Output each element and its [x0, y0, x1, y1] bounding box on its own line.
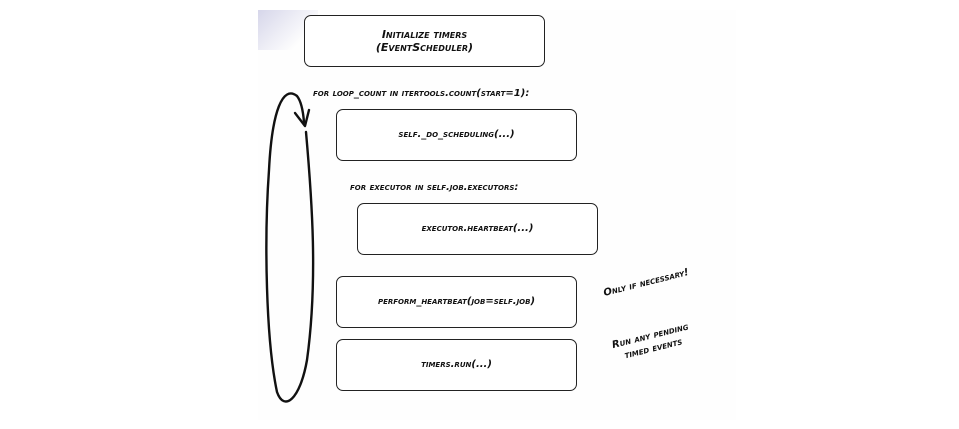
timers-run-text: timers.run(...): [421, 359, 492, 370]
timers-run-box: timers.run(...): [336, 339, 577, 391]
init-timers-box: Initialize timers (EventScheduler): [304, 15, 545, 67]
perform-heartbeat-box: perform_heartbeat(job=self.job): [336, 276, 577, 328]
do-scheduling-text: self._do_scheduling(...): [398, 129, 515, 140]
loop-arrowhead: [293, 108, 311, 128]
executor-heartbeat-text: executor.heartbeat(...): [421, 223, 534, 234]
executor-heartbeat-box: executor.heartbeat(...): [357, 203, 598, 255]
do-scheduling-box: self._do_scheduling(...): [336, 109, 577, 161]
init-timers-line1: Initialize timers: [381, 27, 468, 41]
init-timers-line2: (EventScheduler): [375, 41, 474, 54]
perform-heartbeat-text: perform_heartbeat(job=self.job): [377, 296, 536, 307]
loop-ellipse: [265, 92, 315, 403]
outer-loop-label: for loop_count in itertools.count(start=…: [313, 88, 530, 99]
executor-loop-label: for executor in self.job.executors:: [350, 182, 519, 193]
